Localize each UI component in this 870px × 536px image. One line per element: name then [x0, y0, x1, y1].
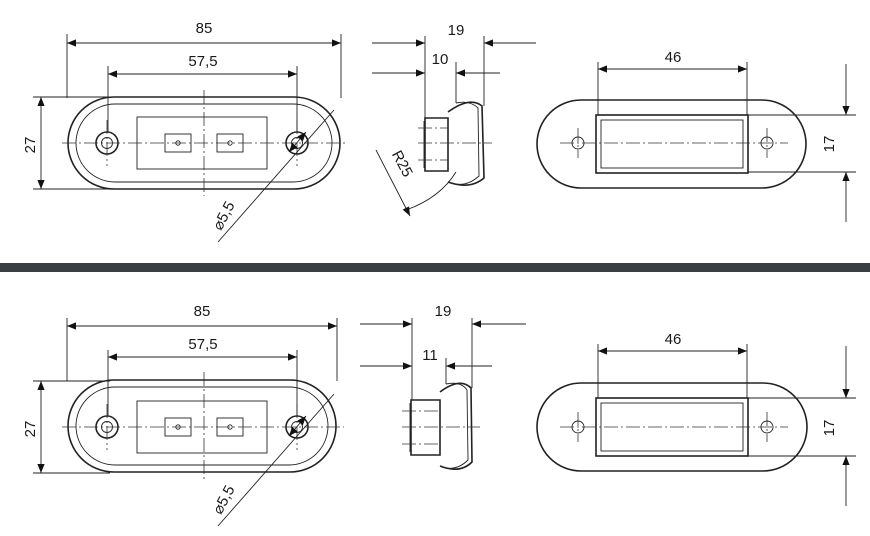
- dim-overall-length: 85: [194, 303, 211, 320]
- rear-view: 46 17: [536, 49, 856, 222]
- dim-body-depth: 11: [422, 347, 438, 364]
- top-panel: 85 57,5 27 ⌀5,5: [22, 20, 856, 243]
- dim-lens-width: 46: [665, 49, 682, 66]
- panel-separator: [0, 263, 870, 272]
- rear-view: 46 17: [536, 331, 856, 506]
- front-view: 85 57,5 27 ⌀5,5: [22, 20, 348, 243]
- dim-radius: R25: [388, 148, 416, 180]
- dim-lens-width: 46: [665, 331, 682, 348]
- side-view: 19 11: [360, 303, 526, 470]
- dim-lens-height: 17: [821, 420, 838, 437]
- side-view: 19 10 R25: [372, 22, 536, 217]
- dim-overall-length: 85: [196, 20, 213, 37]
- dim-body-depth: 10: [432, 51, 449, 68]
- dim-height: 27: [22, 421, 39, 438]
- bottom-panel: 85 57,5 27 ⌀5,5: [22, 303, 856, 527]
- dim-overall-depth: 19: [448, 22, 465, 39]
- dim-hole-diameter: ⌀5,5: [210, 483, 239, 517]
- front-view: 85 57,5 27 ⌀5,5: [22, 303, 344, 527]
- dim-hole-diameter: ⌀5,5: [210, 199, 239, 233]
- dim-hole-spacing: 57,5: [188, 53, 217, 70]
- dim-hole-spacing: 57,5: [188, 336, 217, 353]
- dim-height: 27: [22, 137, 39, 154]
- dim-lens-height: 17: [821, 136, 838, 153]
- dim-overall-depth: 19: [435, 303, 452, 320]
